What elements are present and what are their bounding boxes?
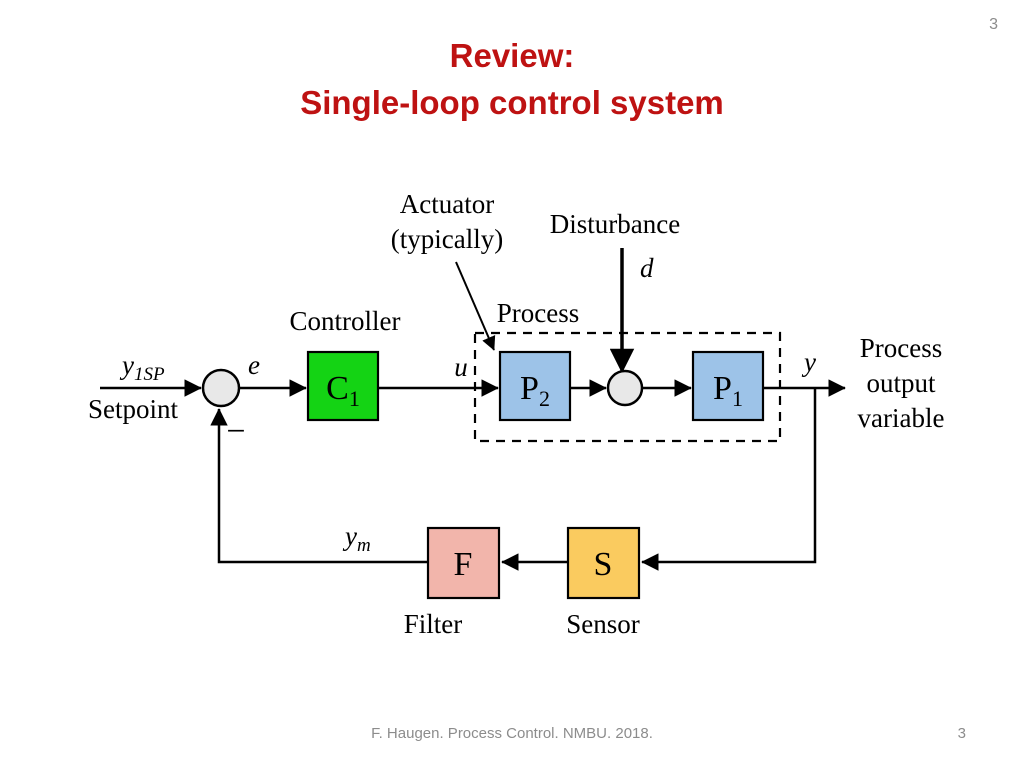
output-variable-label: y [801,347,816,377]
output-caption-line3: variable [858,403,945,433]
control-variable-label: u [454,352,468,382]
footer-page-number: 3 [957,725,966,742]
actuator-caption-line2: (typically) [391,224,503,254]
output-caption-line2: output [866,368,936,398]
measurement-variable-label: ym [342,521,371,556]
actuator-pointer-line [455,261,496,351]
slide-title-line2: Single-loop control system [300,84,724,121]
p2-block-label: P2 [520,370,550,411]
output-caption-line1: Process [860,333,943,363]
controller-caption: Controller [290,306,401,336]
setpoint-caption: Setpoint [88,394,179,424]
filter-block-label: F [454,546,473,583]
feedback-line-left [210,408,428,564]
minus-sign: − [226,413,245,450]
filter-caption: Filter [404,609,463,639]
sensor-block-label: S [594,546,613,583]
slide-title: Review: Single-loop control system [0,32,1024,126]
slide-title-line1: Review: [449,37,575,74]
sensor-caption: Sensor [566,609,640,639]
disturbance-summing-junction [606,369,644,407]
process-caption: Process [497,298,580,328]
p2-block [498,350,572,422]
p1-block-label: P1 [713,370,743,411]
controller-block [306,350,380,422]
p1-block [691,350,765,422]
controller-block-label: C1 [326,370,360,411]
actuator-caption-line1: Actuator [400,189,494,219]
disturbance-variable-label: d [640,253,654,283]
error-variable-label: e [248,350,260,380]
disturbance-caption: Disturbance [550,209,680,239]
setpoint-summing-junction [201,368,241,408]
filter-block [426,526,501,600]
corner-page-number: 3 [989,16,998,33]
footer-citation: F. Haugen. Process Control. NMBU. 2018. [371,725,653,742]
feedback-line-right [641,388,817,571]
setpoint-variable-label: y1SP [119,350,165,385]
sensor-block [566,526,641,600]
